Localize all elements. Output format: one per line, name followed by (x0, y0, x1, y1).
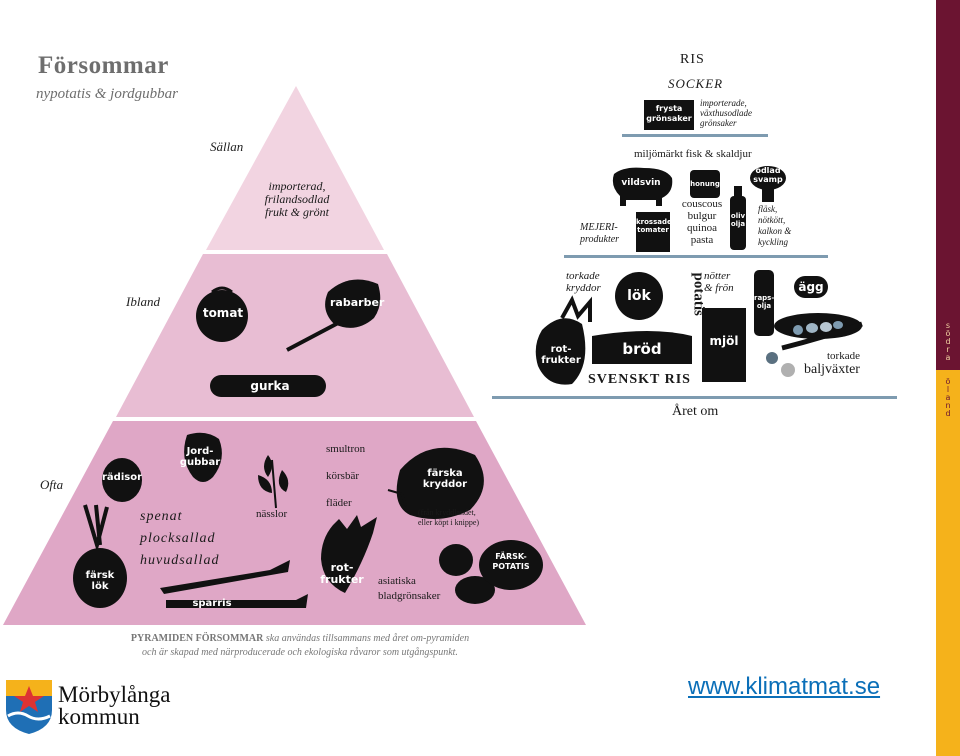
egg-badge: ägg (794, 276, 828, 298)
seasonal-pyramid (3, 86, 586, 625)
pyramid-subtitle: nypotatis & jordgubbar (36, 86, 178, 102)
label-tomat: tomat (202, 306, 244, 320)
onion-icon (615, 272, 663, 320)
label-nasslor: nässlor (256, 508, 288, 520)
rhubarb-icon (325, 279, 381, 328)
new-potato-icon (479, 540, 543, 590)
label-mjol: mjöl (709, 334, 739, 348)
label-farskpotatis: FÄRSK-POTATIS (492, 552, 530, 571)
olive-oil-icon (730, 196, 746, 250)
rapeseed-oil-icon (754, 270, 774, 336)
top-tier-text: importerad, frilandsodlad frukt & grönt (264, 179, 330, 219)
pyramid-note: PYRAMIDEN FÖRSOMMAR ska användas tillsam… (130, 633, 470, 658)
tier-middle-band (116, 254, 474, 417)
label-mejeri: MEJERI-produkter (580, 222, 620, 245)
label-ris: RIS (680, 52, 705, 67)
label-notter: nötter& frön (704, 270, 734, 294)
label-gurka: gurka (250, 379, 290, 393)
tier-label-sometimes: Ibland (126, 294, 160, 309)
tier-top-band (206, 86, 384, 250)
asparagus-icon (160, 560, 290, 594)
honey-jar-icon (690, 170, 720, 198)
label-honung: honung (690, 180, 720, 188)
tomato-icon (196, 290, 248, 342)
label-jordgubbar: Jord-gubbar (179, 446, 221, 468)
root-vegetables-icon (535, 318, 586, 385)
radish-icon (102, 458, 142, 502)
label-rapsolja: raps-olja (754, 294, 775, 310)
potato-icon (439, 544, 473, 576)
strawberry-icon (184, 432, 222, 482)
cucumber-icon (210, 375, 326, 397)
fresh-onion-icon (73, 548, 127, 608)
label-rotfrukter-right: rot-frukter (541, 344, 581, 366)
label-fisk: miljömärkt fisk & skaldjur (634, 148, 752, 160)
label-meat: fläsk,nötkött,kalkon &kyckling (758, 204, 792, 247)
label-aret-om: Året om (672, 404, 719, 419)
label-svenskt-ris: SVENSKT RIS (588, 372, 691, 387)
bread-icon (592, 331, 692, 364)
pulses-icon (766, 352, 778, 364)
municipality-name: Mörbylånga kommun (58, 682, 171, 729)
crushed-tomatoes-icon (636, 212, 670, 252)
mushroom-icon (750, 166, 786, 190)
nettle-icon (258, 455, 289, 509)
wild-boar-icon (612, 167, 673, 206)
label-rotfrukter: rot-frukter (320, 561, 364, 586)
label-radisor: rädisor (102, 472, 143, 483)
root-vegetable-icon (321, 515, 377, 593)
flour-sack-icon (702, 308, 746, 382)
label-rabarber: rabarber (330, 296, 385, 309)
label-vildsvin: vildsvin (621, 178, 661, 188)
label-socker: SOCKER (668, 76, 724, 91)
frozen-vegetables-icon (644, 100, 694, 130)
label-lok: lök (627, 288, 651, 304)
tier-label-rarely: Sällan (210, 139, 244, 154)
tier-label-often: Ofta (40, 477, 64, 492)
municipality-crest-icon (6, 680, 52, 734)
klimatmat-link[interactable]: www.klimatmat.se (688, 673, 881, 700)
label-kryddor-note: (från kryddlandet,eller köpt i knippe) (418, 508, 480, 527)
label-brod: bröd (622, 340, 662, 358)
label-sparris: sparris (192, 598, 232, 609)
pyramid-title: Försommar (38, 52, 169, 79)
fresh-herbs-icon (396, 447, 484, 519)
